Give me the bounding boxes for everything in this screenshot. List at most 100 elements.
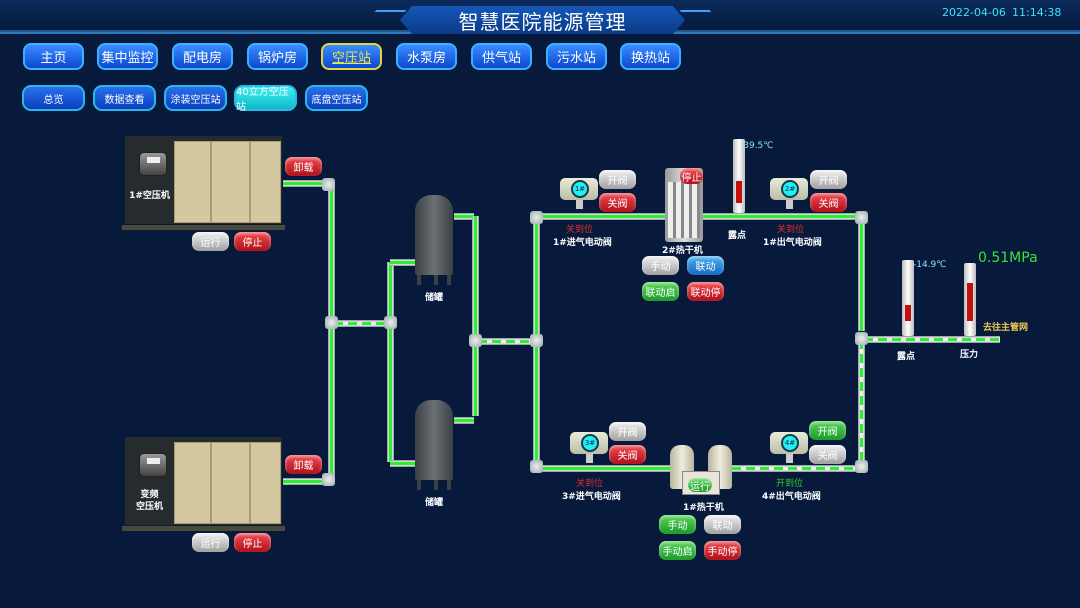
run-button[interactable]: 运行 (192, 533, 229, 552)
pipe-elbow (322, 178, 335, 191)
tank-label: 储罐 (424, 498, 443, 508)
tank-label: 储罐 (424, 293, 443, 303)
pipe-elbow (855, 211, 868, 224)
dryer-2 (665, 168, 703, 242)
manual-stop-button[interactable]: 手动停 (704, 541, 741, 560)
dew-point-label: 露点 (897, 352, 916, 362)
stop-button[interactable]: 停止 (234, 533, 271, 552)
valve-name: 3#进气电动阀 (562, 492, 621, 502)
pipe (858, 216, 865, 331)
open-valve-button[interactable]: 开阀 (599, 170, 636, 189)
pipe (328, 186, 335, 476)
nav-home[interactable]: 主页 (23, 43, 84, 70)
nav-pump-room[interactable]: 水泵房 (396, 43, 457, 70)
pipe (478, 338, 536, 345)
compressor-name-line2: 空压机 (135, 502, 163, 512)
close-valve-button[interactable]: 关阀 (810, 193, 847, 212)
pipe (454, 417, 474, 424)
pipe (858, 340, 865, 468)
link-stop-button[interactable]: 联动停 (687, 282, 724, 301)
manual-start-button[interactable]: 手动启 (659, 541, 696, 560)
controller-icon (139, 453, 167, 477)
pipe (864, 336, 1000, 343)
dryer-state: 运行 (688, 478, 712, 493)
compressor-name-line1: 变频 (140, 490, 159, 500)
stop-button[interactable]: 停止 (234, 232, 271, 251)
pipe-joint (530, 334, 543, 347)
pipe (283, 180, 328, 187)
valve-status: 关到位 (566, 225, 594, 235)
compressor-1: 1#空压机 (122, 136, 285, 230)
pipe-elbow (855, 460, 868, 473)
dryer-name: 2#热干机 (662, 246, 703, 256)
close-valve-button[interactable]: 关阀 (809, 445, 846, 464)
valve-name: 4#出气电动阀 (762, 492, 821, 502)
valve-name: 1#出气电动阀 (763, 238, 822, 248)
subnav-painting-station[interactable]: 涂装空压站 (164, 85, 227, 111)
dryer-state: 停止 (680, 168, 703, 184)
pipe-joint (855, 332, 868, 345)
pressure-value: 0.51MPa (978, 250, 1038, 266)
pipe (387, 262, 394, 462)
close-valve-button[interactable]: 关阀 (599, 193, 636, 212)
valve-status: 关到位 (777, 225, 805, 235)
valve-1[interactable]: 1# (560, 178, 598, 209)
pipe (390, 259, 416, 266)
link-button[interactable]: 联动 (704, 515, 741, 534)
dew-point-value: -14.9℃ (913, 260, 947, 270)
page-title: 智慧医院能源管理 (458, 9, 627, 34)
nav-power-room[interactable]: 配电房 (172, 43, 233, 70)
pipe-joint (325, 316, 338, 329)
pipe (732, 465, 858, 472)
dew-point-value: -39.5℃ (740, 141, 774, 151)
pressure-gauge (964, 263, 976, 336)
open-valve-button[interactable]: 开阀 (809, 421, 846, 440)
open-valve-button[interactable]: 开阀 (810, 170, 847, 189)
pipe-elbow (530, 460, 543, 473)
open-valve-button[interactable]: 开阀 (609, 422, 646, 441)
pipe-joint (469, 334, 482, 347)
pipe (334, 320, 389, 327)
link-start-button[interactable]: 联动启 (642, 282, 679, 301)
manual-button[interactable]: 手动 (642, 256, 679, 275)
title-plate: 智慧医院能源管理 (400, 6, 685, 34)
run-button[interactable]: 运行 (192, 232, 229, 251)
pipe-elbow (530, 211, 543, 224)
pipe (538, 465, 678, 472)
nav-central-monitor[interactable]: 集中监控 (97, 43, 158, 70)
pipe-elbow (322, 473, 335, 486)
link-button[interactable]: 联动 (687, 256, 724, 275)
valve-2[interactable]: 2# (770, 178, 808, 209)
pipe-joint (384, 316, 397, 329)
nav-heat-exchange[interactable]: 换热站 (620, 43, 681, 70)
pipe (283, 478, 328, 485)
pipe (390, 460, 416, 467)
nav-sewage-station[interactable]: 污水站 (546, 43, 607, 70)
valve-status: 关到位 (576, 479, 604, 489)
nav-boiler-room[interactable]: 锅炉房 (247, 43, 308, 70)
valve-3[interactable]: 3# (570, 432, 608, 463)
valve-4[interactable]: 4# (770, 432, 808, 463)
controller-icon (139, 152, 167, 176)
compressor-vfd: 变频 空压机 (122, 437, 285, 531)
dew-point-label: 露点 (728, 231, 747, 241)
pipe (472, 216, 479, 416)
compressor-name: 1#空压机 (129, 191, 170, 201)
subnav-overview[interactable]: 总览 (22, 85, 85, 111)
valve-status: 开到位 (776, 479, 804, 489)
close-valve-button[interactable]: 关阀 (609, 445, 646, 464)
subnav-data-view[interactable]: 数据查看 (93, 85, 156, 111)
dew-point-gauge-2 (902, 260, 914, 336)
dryer-name: 1#热干机 (683, 503, 724, 513)
dew-point-gauge-1 (733, 139, 745, 213)
manual-button[interactable]: 手动 (659, 515, 696, 534)
subnav-40m3-station[interactable]: 40立方空压站 (234, 85, 297, 113)
storage-tank-2 (415, 400, 453, 490)
nav-air-compressor[interactable]: 空压站 (321, 43, 382, 70)
subnav-chassis-station[interactable]: 底盘空压站 (305, 85, 368, 111)
valve-name: 1#进气电动阀 (553, 238, 612, 248)
unload-button[interactable]: 卸载 (285, 157, 322, 176)
unload-button[interactable]: 卸载 (285, 455, 322, 474)
nav-gas-station[interactable]: 供气站 (471, 43, 532, 70)
pipe (454, 213, 474, 220)
